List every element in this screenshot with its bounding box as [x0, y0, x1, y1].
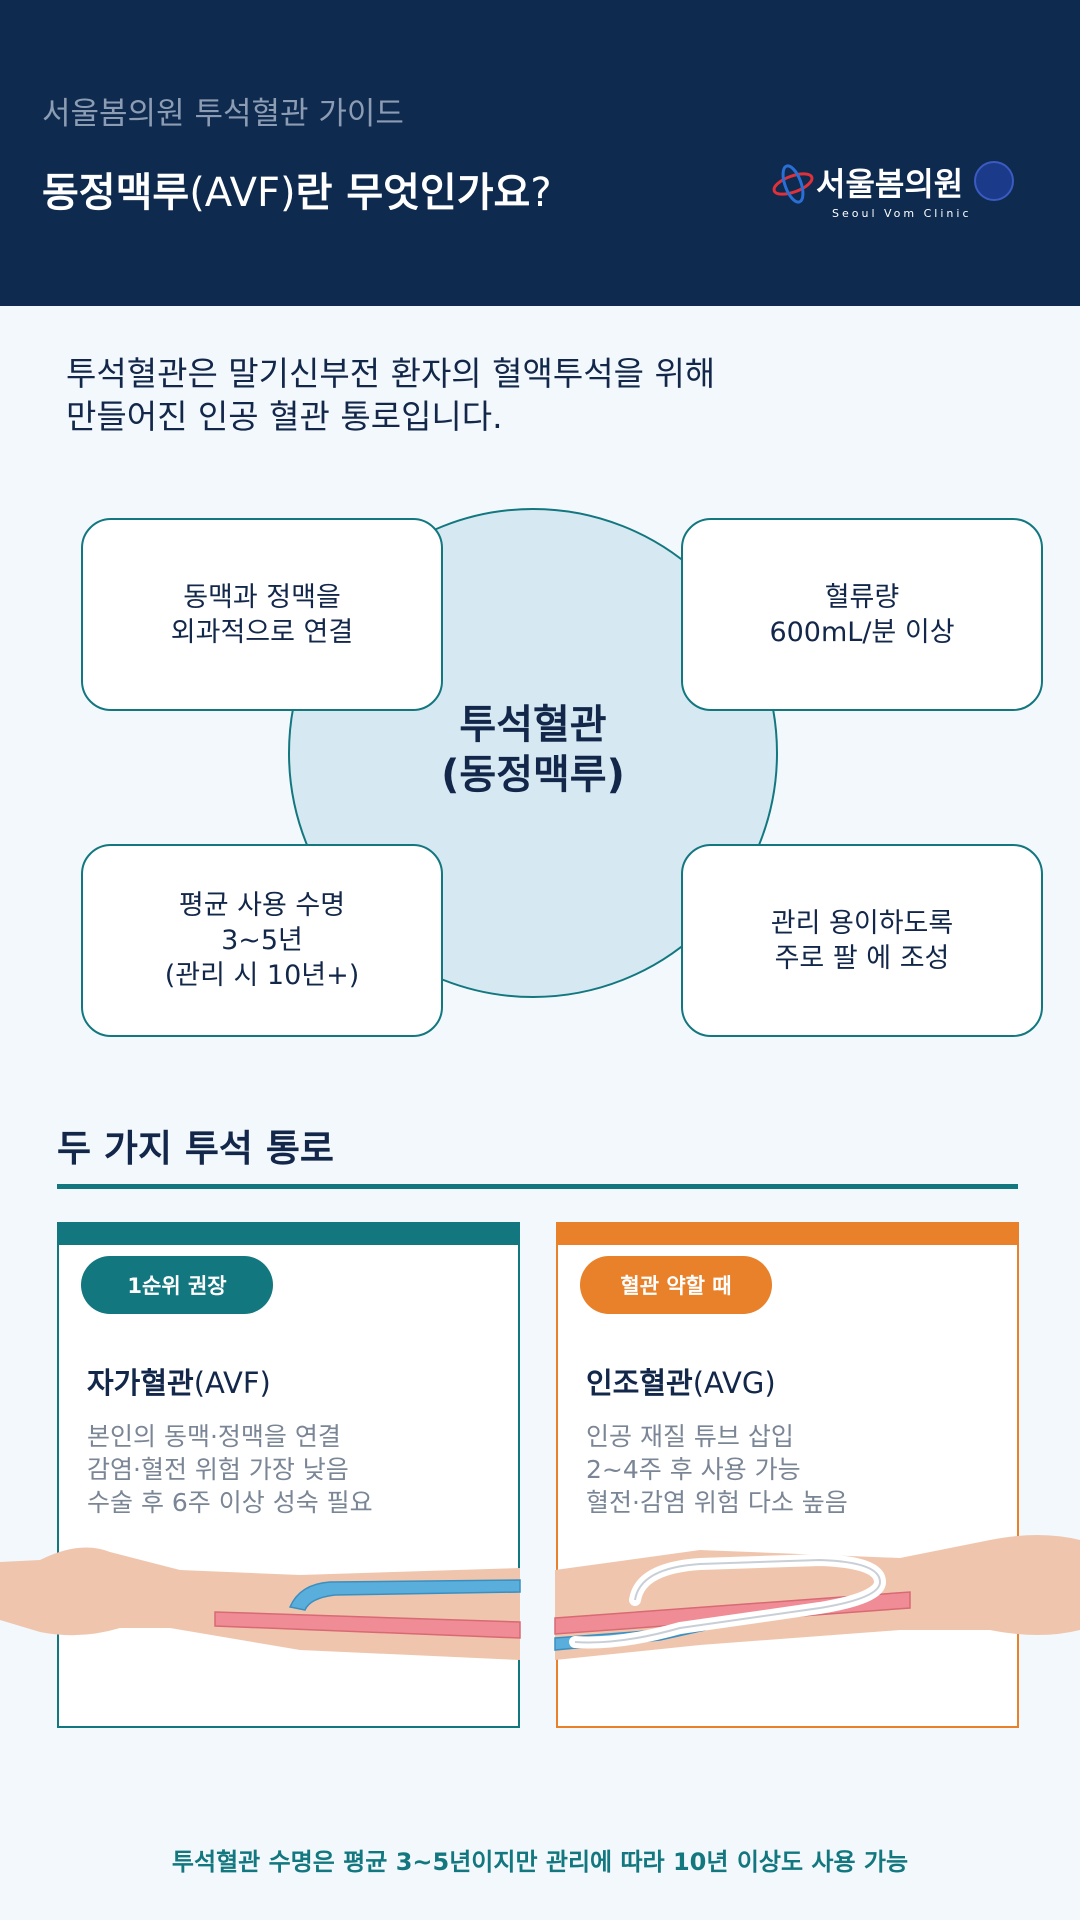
logo-text: 서울봄의원 [816, 165, 964, 203]
title-abbr: (AVF) [189, 170, 296, 216]
intro-text: 투석혈관은 말기신부전 환자의 혈액투석을 위해 만들어진 인공 혈관 통로입니… [66, 352, 715, 438]
card-desc-line: 수술 후 6주 이상 성숙 필요 [87, 1488, 373, 1517]
logo-english-text: Seoul Vom Clinic [832, 207, 972, 220]
info-box-text: 평균 사용 수명 [178, 890, 346, 921]
info-box-text: 혈류량 [824, 581, 900, 613]
left-arm-illustration [0, 1547, 521, 1660]
header: 서울봄의원 투석혈관 가이드 동정맥루(AVF)란 무엇인가요? 서울봄의원 S… [0, 0, 1080, 306]
card-title-main: 인조혈관 [586, 1366, 693, 1400]
card-title: 인조혈관(AVG) [586, 1360, 776, 1402]
clinic-logo: 서울봄의원 Seoul Vom Clinic [770, 155, 1020, 225]
card-desc-line: 2~4주 후 사용 가능 [586, 1455, 801, 1484]
center-label: 투석혈관 (동정맥루) [388, 700, 678, 800]
intro-line-2: 만들어진 인공 혈관 통로입니다. [66, 397, 503, 436]
section-title: 두 가지 투석 통로 [57, 1127, 334, 1170]
card-top-bar [59, 1224, 518, 1245]
card-desc-line: 혈전·감염 위험 다소 높음 [586, 1488, 848, 1517]
info-box-lifespan: 평균 사용 수명 3~5년 (관리 시 10년+) [81, 844, 443, 1037]
info-box-text: (관리 시 10년+) [164, 960, 360, 991]
info-box-text: 동맥과 정맥을 [183, 581, 341, 613]
card-top-bar [558, 1224, 1017, 1245]
info-box-text: 3~5년 [221, 925, 303, 956]
logo-orbit-icon [772, 164, 814, 204]
info-box-text: 600mL/분 이상 [769, 616, 955, 648]
card-title: 자가혈관(AVF) [87, 1360, 271, 1402]
logo-seal-icon [974, 161, 1014, 201]
section-divider [57, 1184, 1018, 1189]
title-question-mark: ? [530, 170, 552, 216]
right-arm-illustration [554, 1535, 1080, 1660]
badge-weak-vessel: 혈관 약할 때 [580, 1256, 772, 1314]
center-label-line-2: (동정맥루) [441, 752, 625, 798]
card-desc-line: 감염·혈전 위험 가장 낮음 [87, 1455, 349, 1484]
info-box-text: 관리 용이하도록 [770, 907, 954, 939]
arm-illustration [0, 1535, 1080, 1660]
title-rest: 란 무엇인가요 [295, 170, 531, 216]
page-title: 동정맥루(AVF)란 무엇인가요? [42, 160, 552, 218]
badge-recommended: 1순위 권장 [81, 1256, 273, 1314]
card-description: 인공 재질 튜브 삽입 2~4주 후 사용 가능 혈전·감염 위험 다소 높음 [586, 1420, 848, 1519]
card-desc-line: 인공 재질 튜브 삽입 [586, 1422, 794, 1451]
card-title-main: 자가혈관 [87, 1366, 194, 1400]
card-title-abbr: (AVG) [692, 1366, 776, 1400]
card-description: 본인의 동맥·정맥을 연결 감염·혈전 위험 가장 낮음 수술 후 6주 이상 … [87, 1420, 373, 1519]
card-title-abbr: (AVF) [193, 1366, 271, 1400]
card-desc-line: 본인의 동맥·정맥을 연결 [87, 1422, 341, 1451]
info-box-text: 외과적으로 연결 [170, 616, 354, 648]
header-subtitle: 서울봄의원 투석혈관 가이드 [42, 96, 404, 132]
center-label-line-1: 투석혈관 [459, 702, 607, 748]
info-box-text: 주로 팔 에 조성 [774, 942, 950, 974]
intro-line-1: 투석혈관은 말기신부전 환자의 혈액투석을 위해 [66, 354, 716, 393]
footer-note: 투석혈관 수명은 평균 3~5년이지만 관리에 따라 10년 이상도 사용 가능 [171, 1848, 909, 1876]
title-main: 동정맥루 [42, 170, 190, 216]
